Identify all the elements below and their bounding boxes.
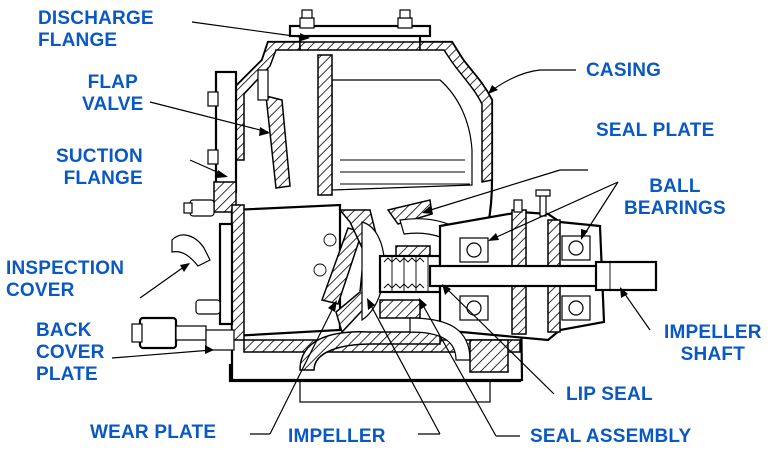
label-back-cover-plate-line2: COVER — [36, 342, 105, 363]
label-flap-valve-line2: VALVE — [82, 94, 144, 115]
label-discharge-flange-line2: FLANGE — [38, 30, 118, 51]
label-casing-text: CASING — [586, 60, 662, 81]
label-wear-plate: WEAR PLATE — [90, 422, 216, 444]
label-suction-flange-line2: FLANGE — [63, 168, 143, 189]
label-discharge-flange: DISCHARGE FLANGE — [38, 8, 154, 52]
label-wear-plate-text: WEAR PLATE — [90, 422, 217, 443]
label-suction-flange-line1: SUCTION — [56, 146, 143, 167]
label-back-cover-plate-line3: PLATE — [36, 364, 98, 385]
impeller-shaft-part — [428, 260, 658, 292]
label-ball-bearings: BALL BEARINGS — [624, 176, 726, 220]
label-impeller-shaft-line2: SHAFT — [680, 344, 745, 365]
label-impeller-text: IMPELLER — [288, 426, 386, 447]
label-lip-seal: LIP SEAL — [566, 384, 653, 406]
label-seal-assembly: SEAL ASSEMBLY — [530, 426, 691, 448]
label-suction-flange: SUCTION FLANGE — [56, 146, 143, 190]
label-lip-seal-text: LIP SEAL — [566, 384, 653, 405]
leader-lines — [111, 21, 651, 437]
label-impeller-shaft-line1: IMPELLER — [664, 322, 762, 343]
label-flap-valve-line1: FLAP — [87, 72, 138, 93]
label-casing: CASING — [586, 60, 661, 82]
label-seal-plate: SEAL PLATE — [596, 120, 714, 142]
label-seal-plate-text: SEAL PLATE — [596, 120, 715, 141]
label-ball-bearings-line2: BEARINGS — [624, 198, 726, 219]
label-impeller: IMPELLER — [288, 426, 386, 448]
label-inspection-cover-line2: COVER — [6, 280, 75, 301]
label-discharge-flange-line1: DISCHARGE — [38, 8, 154, 29]
label-ball-bearings-line1: BALL — [649, 176, 701, 197]
lower-passage — [299, 317, 509, 373]
discharge-flange-part — [288, 9, 432, 38]
lower-casing — [131, 199, 521, 353]
label-back-cover-plate: BACK COVER PLATE — [36, 320, 105, 386]
flap-valve-part — [257, 69, 291, 189]
label-impeller-shaft: IMPELLER SHAFT — [664, 322, 762, 366]
label-seal-assembly-text: SEAL ASSEMBLY — [530, 426, 692, 447]
label-flap-valve: FLAP VALVE — [82, 72, 144, 116]
label-inspection-cover-line1: INSPECTION — [6, 258, 125, 279]
label-inspection-cover: INSPECTION COVER — [6, 258, 124, 302]
label-back-cover-plate-line1: BACK — [36, 320, 92, 341]
suction-flange-part — [207, 70, 238, 213]
